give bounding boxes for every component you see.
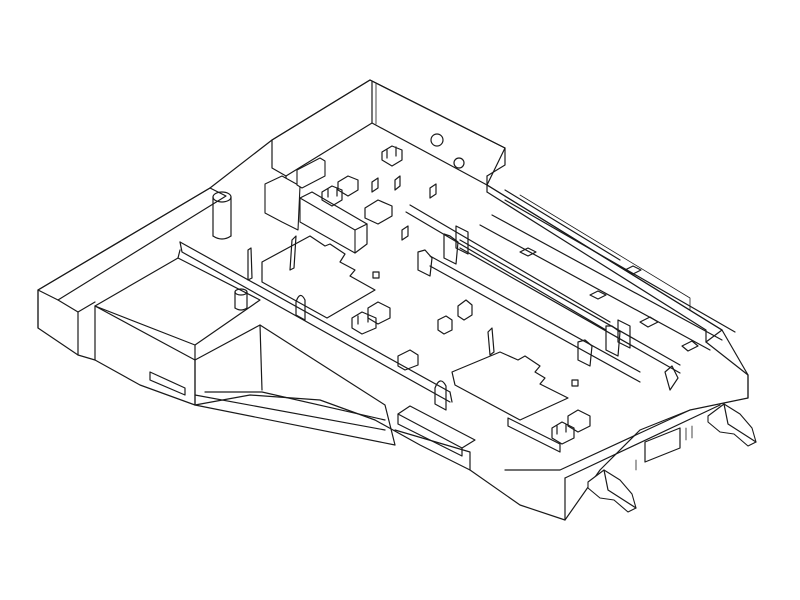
- card-guide-rails: [405, 189, 736, 383]
- left-wall: [37, 187, 261, 361]
- mounting-tabs: [587, 403, 757, 513]
- right-wall: [486, 184, 749, 376]
- center-rib: [179, 241, 453, 403]
- clip-clusters: [321, 145, 591, 445]
- spring-fingers: [247, 235, 679, 411]
- vertical-plates: [264, 157, 368, 254]
- rail-tabs: [519, 247, 699, 352]
- standoff-post: [212, 191, 248, 311]
- card-latches: [417, 225, 631, 367]
- front-left-ramp: [149, 324, 396, 446]
- recess-left: [261, 235, 376, 319]
- recess-right: [451, 351, 569, 421]
- rear-clips: [371, 175, 437, 241]
- front-wall: [394, 404, 721, 479]
